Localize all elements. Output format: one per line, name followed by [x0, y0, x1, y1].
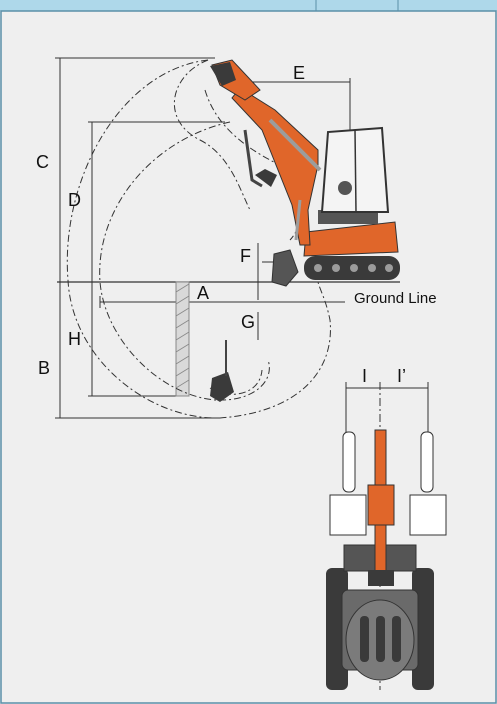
label-b: B [38, 358, 50, 378]
max-reach-envelope [66, 59, 331, 419]
bucket-top [210, 62, 236, 86]
dig-envelope [99, 121, 270, 401]
trench-wall [175, 281, 190, 397]
label-h: H [68, 329, 81, 349]
excavator-side-illustration [210, 59, 400, 402]
side-view [55, 57, 400, 419]
label-g: G [241, 312, 255, 332]
header-band [0, 0, 497, 11]
label-i-prime: I’ [397, 366, 406, 386]
ground-line-label: Ground Line [354, 290, 437, 307]
excavator-top-illustration [326, 429, 434, 690]
label-f: F [240, 246, 251, 266]
boom [231, 87, 319, 246]
label-c: C [36, 152, 49, 172]
front-view [329, 382, 447, 690]
label-a: A [197, 283, 209, 303]
upper-body [303, 221, 399, 257]
label-i: I [362, 366, 367, 386]
dozer-blade [271, 249, 299, 287]
label-e: E [293, 63, 305, 83]
bucket-depth [210, 372, 234, 402]
label-d: D [68, 190, 81, 210]
diagram-border [0, 10, 497, 704]
inner-envelope [173, 59, 251, 211]
